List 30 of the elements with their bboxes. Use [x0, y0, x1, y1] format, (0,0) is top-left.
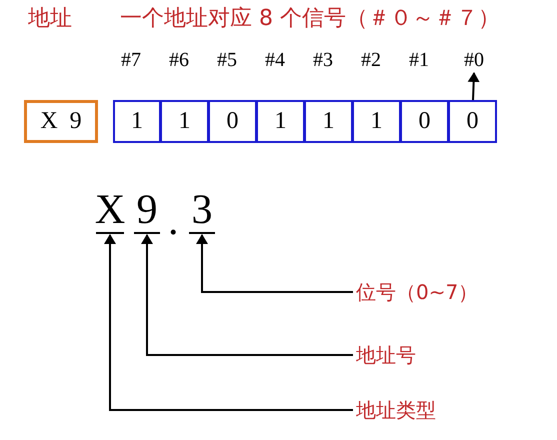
bit-number: #2 [361, 48, 381, 72]
leader-arrow [196, 234, 353, 293]
bit-cell: 1 [305, 100, 353, 143]
leader-arrow [141, 234, 353, 356]
bit-cell: 0 [401, 100, 449, 143]
bit-number: #7 [121, 48, 141, 72]
bit-number: #4 [265, 48, 285, 72]
dot-separator: . [168, 197, 178, 246]
callout-label: 位号（0~7） [356, 278, 496, 306]
bit-cell: 0 [449, 100, 497, 143]
bit-cell: 1 [113, 100, 161, 143]
bit-number: #3 [313, 48, 333, 72]
callout-label: 地址类型 [356, 396, 456, 424]
address-part: 3 [189, 188, 215, 234]
leader-arrow [468, 72, 480, 100]
bit-cell: 0 [209, 100, 257, 143]
bit-number: #0 [458, 48, 490, 72]
bit-cell: 1 [353, 100, 401, 143]
address-part: 9 [134, 188, 160, 234]
callout-label: 地址号 [356, 341, 436, 369]
heading-label: 地址 [28, 6, 72, 32]
bit-cell: 1 [161, 100, 209, 143]
bit-number: #6 [169, 48, 189, 72]
leader-arrow [104, 234, 353, 411]
bit-cell: 1 [257, 100, 305, 143]
address-part: X [96, 188, 124, 234]
address-box: X 9 [24, 100, 98, 143]
bit-number: #5 [217, 48, 237, 72]
bit-number: #1 [409, 48, 429, 72]
heading-label: 一个地址对应 8 个信号（＃０～＃７） [120, 6, 500, 32]
